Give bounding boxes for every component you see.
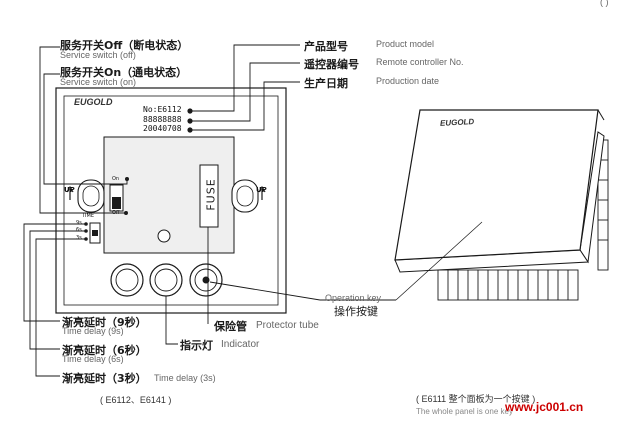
date-text: 20040708 [143, 124, 182, 133]
protector-en: Protector tube [256, 320, 319, 331]
remote-no-en: Remote controller No. [376, 57, 464, 67]
fuse-holder [199, 164, 219, 228]
protector-cn: 保险管 [214, 320, 247, 333]
left-device [55, 87, 287, 314]
fuse-label: FUSE [204, 178, 218, 211]
delay9-cn: 渐亮延时（9秒） [62, 316, 147, 329]
panel-front [394, 109, 599, 261]
on-small-label: On [112, 176, 120, 182]
up-arrow-left [66, 185, 74, 200]
delay6-en: Time delay (6s) [62, 354, 124, 364]
up-arrow-right [258, 185, 266, 200]
right-device-caption-cn: ( E6111 整个面板为一个按键 ) [416, 394, 536, 404]
watermark: www.jc001.cn [505, 400, 584, 414]
delay9-en: Time delay (9s) [62, 326, 124, 336]
label-dots [84, 108, 193, 241]
back-fins [437, 139, 609, 301]
off-small-label: Off [112, 210, 120, 216]
brand-logo-right: EUGOLD [439, 117, 475, 128]
left-up-button [77, 179, 105, 213]
indicator-en: Indicator [221, 339, 260, 350]
outer-frame [55, 87, 287, 314]
service-on-cn: 服务开关On（通电状态） [60, 66, 188, 79]
t9-label: 9s [76, 220, 82, 226]
leader-lines-right [192, 44, 300, 131]
remote-text: 88888888 [143, 115, 182, 124]
remote-no-cn: 遥控器编号 [304, 58, 359, 71]
time-small-label: TIME [82, 213, 95, 219]
production-date-en: Production date [376, 76, 440, 86]
delay6-cn: 渐亮延时（6秒） [62, 344, 147, 357]
product-model-en: Product model [376, 39, 435, 49]
service-off-en: Service switch (off) [60, 50, 136, 60]
up-label-left: UP [64, 186, 75, 194]
right-device [394, 109, 609, 301]
delay3-en: Time delay (3s) [154, 373, 216, 383]
t3-label: 3s [76, 235, 82, 241]
t6-label: 6s [76, 227, 82, 233]
product-model-cn: 产品型号 [304, 40, 348, 53]
models-caption: ( E6112、E6141 ) [100, 395, 172, 405]
brand-logo-left: EUGOLD [74, 97, 113, 107]
operation-en: Operation key [325, 293, 382, 303]
right-device-caption-en: The whole panel is one key [416, 407, 513, 416]
service-off-cn: 服务开关Off（断电状态） [60, 39, 189, 52]
leader-lines-left [23, 46, 396, 377]
model-text: No:E6112 [143, 105, 182, 114]
service-on-en: Service switch (on) [60, 77, 137, 87]
top-right-mark: ( ) [600, 0, 609, 7]
operation-key-leader-right [395, 221, 483, 301]
inner-frame [63, 95, 279, 306]
indicator-circle [157, 229, 171, 243]
indicator-cn: 指示灯 [180, 339, 213, 352]
delay3-cn: 渐亮延时（3秒） [62, 372, 147, 385]
operation-cn: 操作按键 [334, 305, 378, 318]
production-date-cn: 生产日期 [304, 77, 348, 90]
right-up-button [231, 179, 259, 213]
up-label-right: UP [256, 186, 267, 194]
